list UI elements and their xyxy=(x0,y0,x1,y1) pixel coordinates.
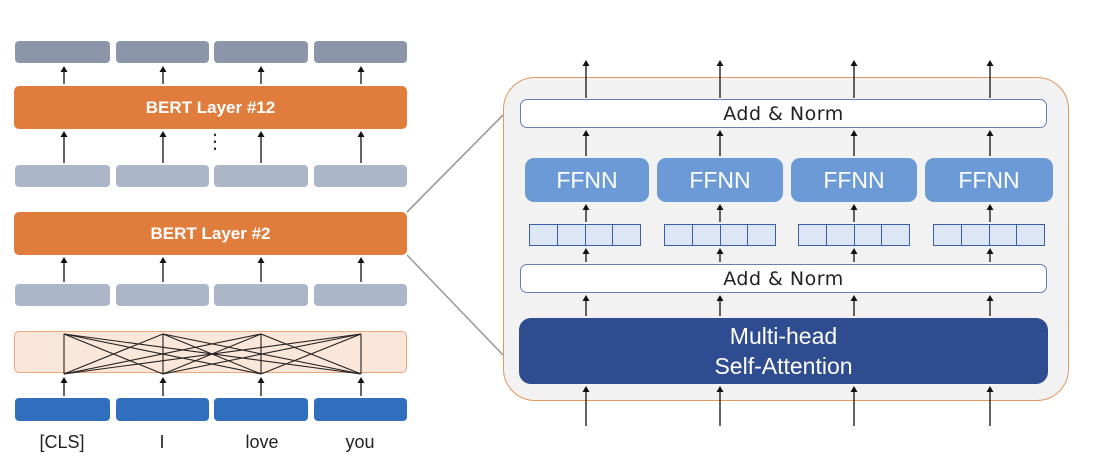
arrow-head xyxy=(850,204,858,210)
attention-link xyxy=(63,333,164,375)
attention-label-line2: Self-Attention xyxy=(714,353,853,379)
arrow-head xyxy=(986,386,994,392)
output-vector xyxy=(214,41,308,63)
attention-link xyxy=(63,333,362,375)
arrow-head xyxy=(716,295,724,301)
token-you: you xyxy=(345,432,375,452)
arrow-head xyxy=(716,204,724,210)
vector-cells xyxy=(798,224,910,246)
ffnn-block: FFNN xyxy=(925,158,1053,202)
token-embedding xyxy=(116,398,209,421)
attention-link xyxy=(63,333,262,375)
vector-cells xyxy=(664,224,776,246)
arrow-head xyxy=(257,131,265,137)
arrow-head xyxy=(357,66,365,72)
hidden-vector xyxy=(314,165,407,187)
output-vector xyxy=(116,41,209,63)
arrow-head xyxy=(60,66,68,72)
output-vector xyxy=(15,41,110,63)
ffnn-block: FFNN xyxy=(791,158,917,202)
token-embedding xyxy=(214,398,308,421)
vector-cells xyxy=(529,224,641,246)
bert-layer-12: BERT Layer #12 xyxy=(14,86,407,129)
arrow-head xyxy=(850,295,858,301)
arrow-head xyxy=(850,248,858,254)
ffnn-block: FFNN xyxy=(525,158,649,202)
arrow-head xyxy=(850,60,858,66)
arrow-head xyxy=(716,130,724,136)
multi-head-self-attention: Multi-head Self-Attention xyxy=(519,318,1048,384)
arrow-head xyxy=(986,204,994,210)
zoom-connector-bottom xyxy=(406,254,504,356)
arrow-head xyxy=(159,66,167,72)
token-cls: [CLS] xyxy=(39,432,85,452)
arrow-head xyxy=(986,295,994,301)
vector-cells xyxy=(933,224,1045,246)
arrow-head xyxy=(582,295,590,301)
hidden-vector xyxy=(314,284,407,306)
arrow-head xyxy=(60,257,68,263)
arrow-head xyxy=(850,386,858,392)
hidden-vector xyxy=(15,165,110,187)
arrow-head xyxy=(716,386,724,392)
arrow-head xyxy=(582,130,590,136)
arrow-head xyxy=(159,377,167,383)
hidden-vector xyxy=(15,284,110,306)
hidden-vector xyxy=(116,284,209,306)
arrow-head xyxy=(357,377,365,383)
zoom-connector-top xyxy=(406,114,504,213)
hidden-vector xyxy=(116,165,209,187)
arrow-head xyxy=(159,257,167,263)
token-embedding xyxy=(314,398,407,421)
hidden-vector xyxy=(214,165,308,187)
token-embedding xyxy=(15,398,110,421)
arrow-head xyxy=(357,131,365,137)
attention-label-line1: Multi-head xyxy=(729,323,838,349)
arrow-head xyxy=(986,130,994,136)
arrow-head xyxy=(582,60,590,66)
attention-link xyxy=(260,333,362,375)
output-vector xyxy=(314,41,407,63)
arrow-head xyxy=(986,248,994,254)
arrow-head xyxy=(257,66,265,72)
arrow-head xyxy=(257,377,265,383)
add-norm-bottom: Add & Norm xyxy=(520,264,1047,293)
arrow-head xyxy=(986,60,994,66)
arrow-head xyxy=(716,60,724,66)
arrow-head xyxy=(357,257,365,263)
ffnn-block: FFNN xyxy=(657,158,783,202)
arrow-head xyxy=(60,377,68,383)
attention-link xyxy=(162,333,362,375)
arrow-head xyxy=(257,257,265,263)
add-norm-top: Add & Norm xyxy=(520,99,1047,128)
arrow-head xyxy=(159,131,167,137)
hidden-vector xyxy=(214,284,308,306)
arrow-head xyxy=(582,204,590,210)
token-i: I xyxy=(159,432,165,452)
token-love: love xyxy=(245,432,279,452)
arrow-head xyxy=(582,386,590,392)
arrow-head xyxy=(850,130,858,136)
arrow-head xyxy=(716,248,724,254)
bert-layer-2: BERT Layer #2 xyxy=(14,212,407,255)
arrow-head xyxy=(582,248,590,254)
arrow-head xyxy=(60,131,68,137)
